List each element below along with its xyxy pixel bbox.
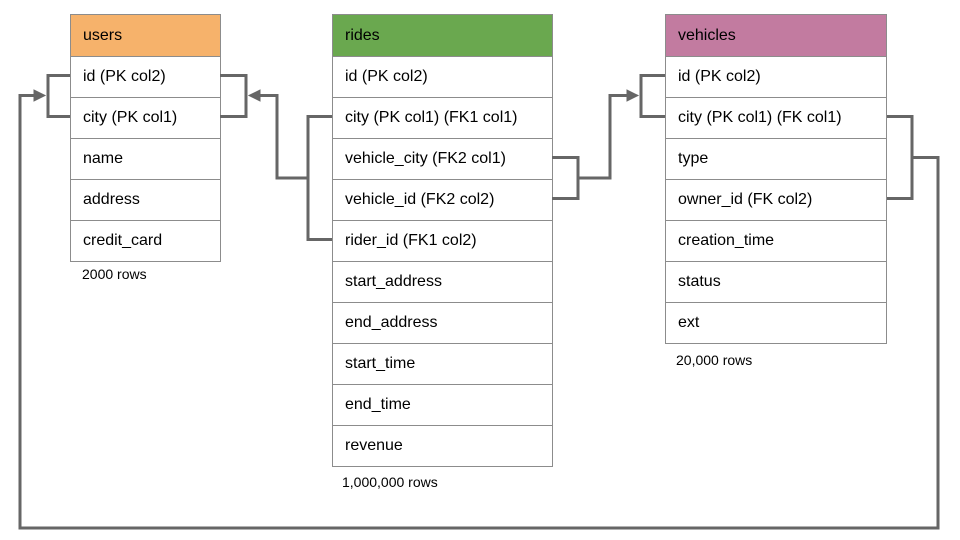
users-left-bracket [46,74,70,118]
column-row: address [71,179,220,220]
column-row: owner_id (FK col2) [666,179,886,220]
column-row: city (PK col1) (FK1 col1) [333,97,552,138]
fk-arrowhead-right-icon [33,89,47,102]
vehicles-left-bracket [639,74,665,118]
column-row: type [666,138,886,179]
column-row: credit_card [71,220,220,261]
table-vehicles-header: vehicles [666,15,886,56]
column-row: id (PK col2) [666,56,886,97]
column-row: ext [666,302,886,343]
table-vehicles-rows: id (PK col2)city (PK col1) (FK col1)type… [666,56,886,343]
column-row: name [71,138,220,179]
column-row: end_time [333,384,552,425]
column-row: start_address [333,261,552,302]
table-rides: rides id (PK col2)city (PK col1) (FK1 co… [332,14,553,467]
column-row: rider_id (FK1 col2) [333,220,552,261]
column-row: id (PK col2) [71,56,220,97]
vehicles-row-count: 20,000 rows [676,352,753,368]
table-rides-rows: id (PK col2)city (PK col1) (FK1 col1)veh… [333,56,552,466]
fk1-path [259,94,308,180]
users-row-count: 2000 rows [82,266,147,282]
users-right-bracket [220,74,248,118]
fk2-rides-to-vehicles-connector [552,74,665,200]
rides-row-count: 1,000,000 rows [342,474,438,490]
fk1-rides-to-users-connector [220,74,332,241]
column-row: vehicle_city (FK2 col1) [333,138,552,179]
column-row: creation_time [666,220,886,261]
table-users-header: users [71,15,220,56]
column-row: end_address [333,302,552,343]
column-row: city (PK col1) [71,97,220,138]
table-vehicles: vehicles id (PK col2)city (PK col1) (FK … [665,14,887,344]
column-row: start_time [333,343,552,384]
column-row: id (PK col2) [333,56,552,97]
column-row: revenue [333,425,552,466]
fk2-path [578,94,628,180]
rides-left-bracket [306,115,332,241]
fk2-arrowhead-right-icon [626,89,640,102]
column-row: status [666,261,886,302]
rides-right-bracket [552,156,580,200]
column-row: city (PK col1) (FK col1) [666,97,886,138]
vehicles-right-bracket [887,115,914,200]
table-rides-header: rides [333,15,552,56]
fk1-arrowhead-left-icon [247,89,261,102]
column-row: vehicle_id (FK2 col2) [333,179,552,220]
